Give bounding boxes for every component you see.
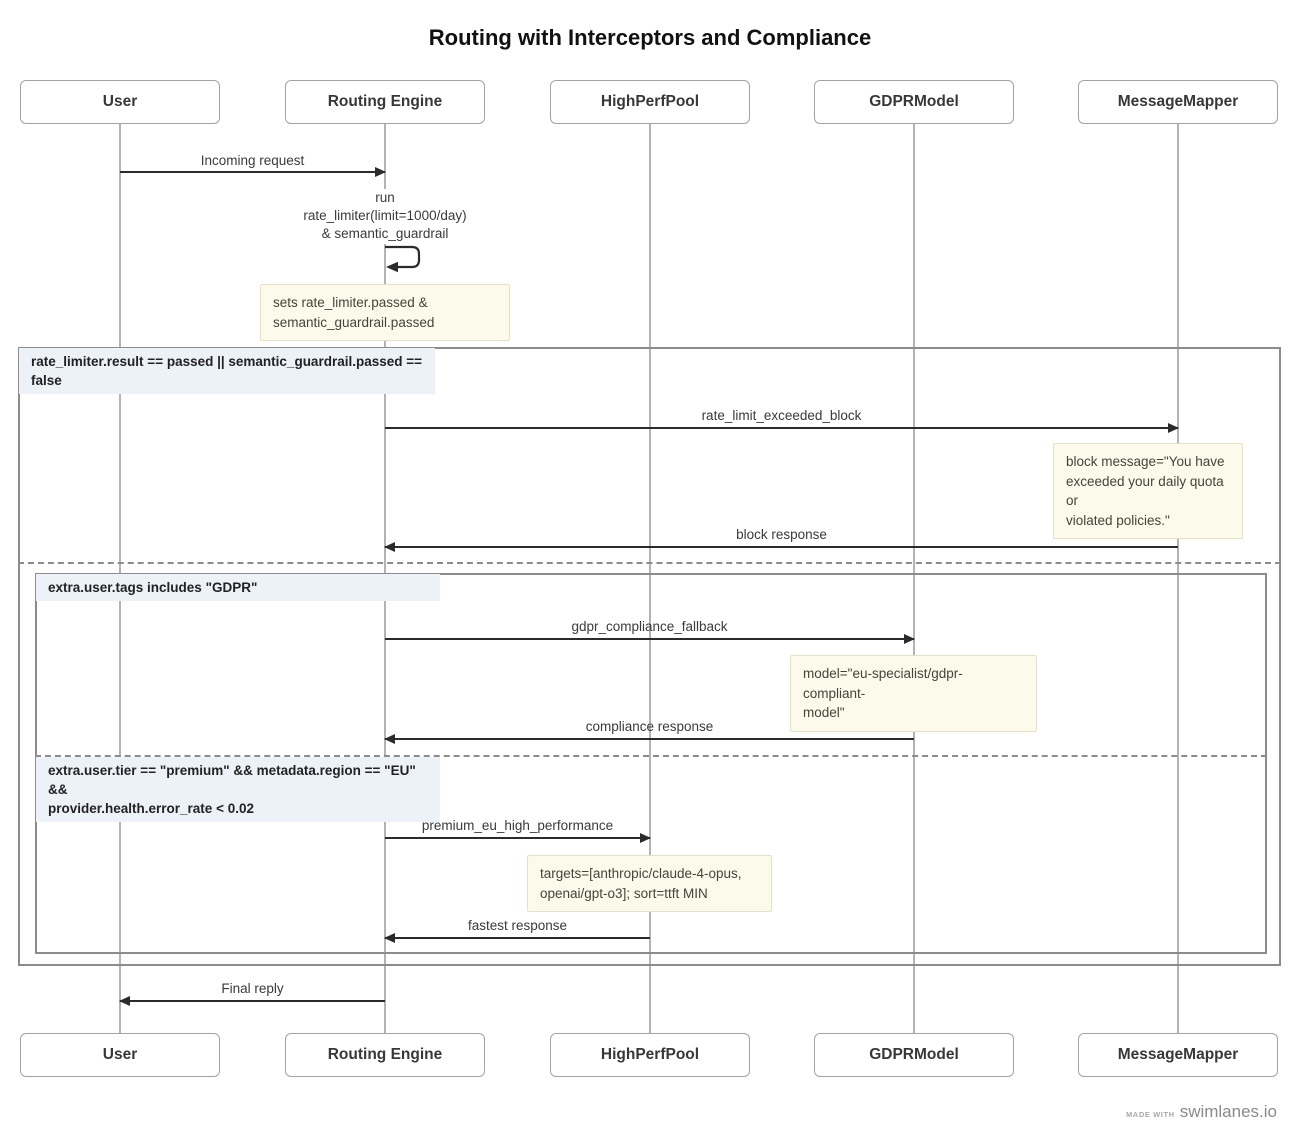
note-block-message: block message="You have exceeded your da…: [1053, 443, 1243, 540]
actor-box-routing-engine-top: Routing Engine: [285, 80, 485, 124]
actor-label: HighPerfPool: [600, 93, 700, 110]
actor-label: MessageMapper: [1117, 93, 1239, 110]
self-loop-arrow-icon: [385, 245, 421, 273]
message-arrow-compliance-response: [384, 734, 914, 744]
note-interceptor-sets: sets rate_limiter.passed & semantic_guar…: [260, 284, 510, 342]
actor-label: GDPRModel: [869, 93, 959, 110]
actor-box-messagemapper-bottom: MessageMapper: [1078, 1033, 1278, 1077]
message-label-compliance-response: compliance response: [585, 719, 714, 734]
actor-box-routing-engine-bottom: Routing Engine: [285, 1033, 485, 1077]
message-arrow-gdpr-compliance-fallback: [385, 634, 915, 644]
actor-box-highperfpool-top: HighPerfPool: [550, 80, 750, 124]
message-arrow-fastest-response: [384, 933, 650, 943]
actor-box-messagemapper-top: MessageMapper: [1078, 80, 1278, 124]
message-arrow-premium-eu-high-performance: [385, 833, 651, 843]
message-label-run-interceptors: run rate_limiter(limit=1000/day) & seman…: [290, 189, 480, 244]
actor-label: User: [102, 1046, 138, 1063]
actor-box-user-bottom: User: [20, 1033, 220, 1077]
message-label-gdpr-compliance-fallback: gdpr_compliance_fallback: [571, 619, 728, 634]
actor-label: Routing Engine: [327, 1046, 443, 1063]
lifeline-messagemapper: [1177, 124, 1179, 1033]
note-gdpr-model: model="eu-specialist/gdpr-compliant- mod…: [790, 655, 1037, 732]
alt-divider-outer: [18, 562, 1281, 564]
condition-label-gdpr: extra.user.tags includes "GDPR": [36, 574, 440, 602]
actor-label: HighPerfPool: [600, 1046, 700, 1063]
condition-label-premium: extra.user.tier == "premium" && metadata…: [36, 757, 440, 823]
message-label-final-reply: Final reply: [221, 981, 284, 996]
condition-label-rate-limit: rate_limiter.result == passed || semanti…: [19, 348, 435, 395]
lifeline-highperfpool: [649, 124, 651, 1033]
diagram-title: Routing with Interceptors and Compliance: [428, 25, 872, 50]
alt-block-outer: [18, 347, 1281, 966]
actor-box-user-top: User: [20, 80, 220, 124]
actor-box-gdprmodel-bottom: GDPRModel: [814, 1033, 1014, 1077]
made-with-label: MADE WITH: [1125, 1110, 1175, 1119]
swimlanes-brand-link[interactable]: swimlanes.io: [1179, 1102, 1277, 1121]
lifeline-gdprmodel: [913, 124, 915, 1033]
message-label-premium-eu-high-performance: premium_eu_high_performance: [421, 818, 614, 833]
actor-box-gdprmodel-top: GDPRModel: [814, 80, 1014, 124]
actor-label: User: [102, 93, 138, 110]
actor-box-highperfpool-bottom: HighPerfPool: [550, 1033, 750, 1077]
actor-label: GDPRModel: [869, 1046, 959, 1063]
message-arrow-rate-limit-exceeded-block: [385, 423, 1179, 433]
message-label-incoming-request: Incoming request: [200, 153, 305, 168]
note-premium-targets: targets=[anthropic/claude-4-opus, openai…: [527, 855, 772, 913]
message-arrow-incoming-request: [120, 167, 386, 177]
actor-label: Routing Engine: [327, 93, 443, 110]
message-arrow-final-reply: [119, 996, 385, 1006]
alt-divider-nested: [35, 755, 1267, 757]
message-label-rate-limit-exceeded-block: rate_limit_exceeded_block: [701, 408, 862, 423]
message-label-block-response: block response: [736, 527, 827, 542]
footer: MADE WITH swimlanes.io: [1126, 1102, 1277, 1122]
message-arrow-block-response: [384, 542, 1178, 552]
message-label-fastest-response: fastest response: [467, 918, 568, 933]
actor-label: MessageMapper: [1117, 1046, 1239, 1063]
